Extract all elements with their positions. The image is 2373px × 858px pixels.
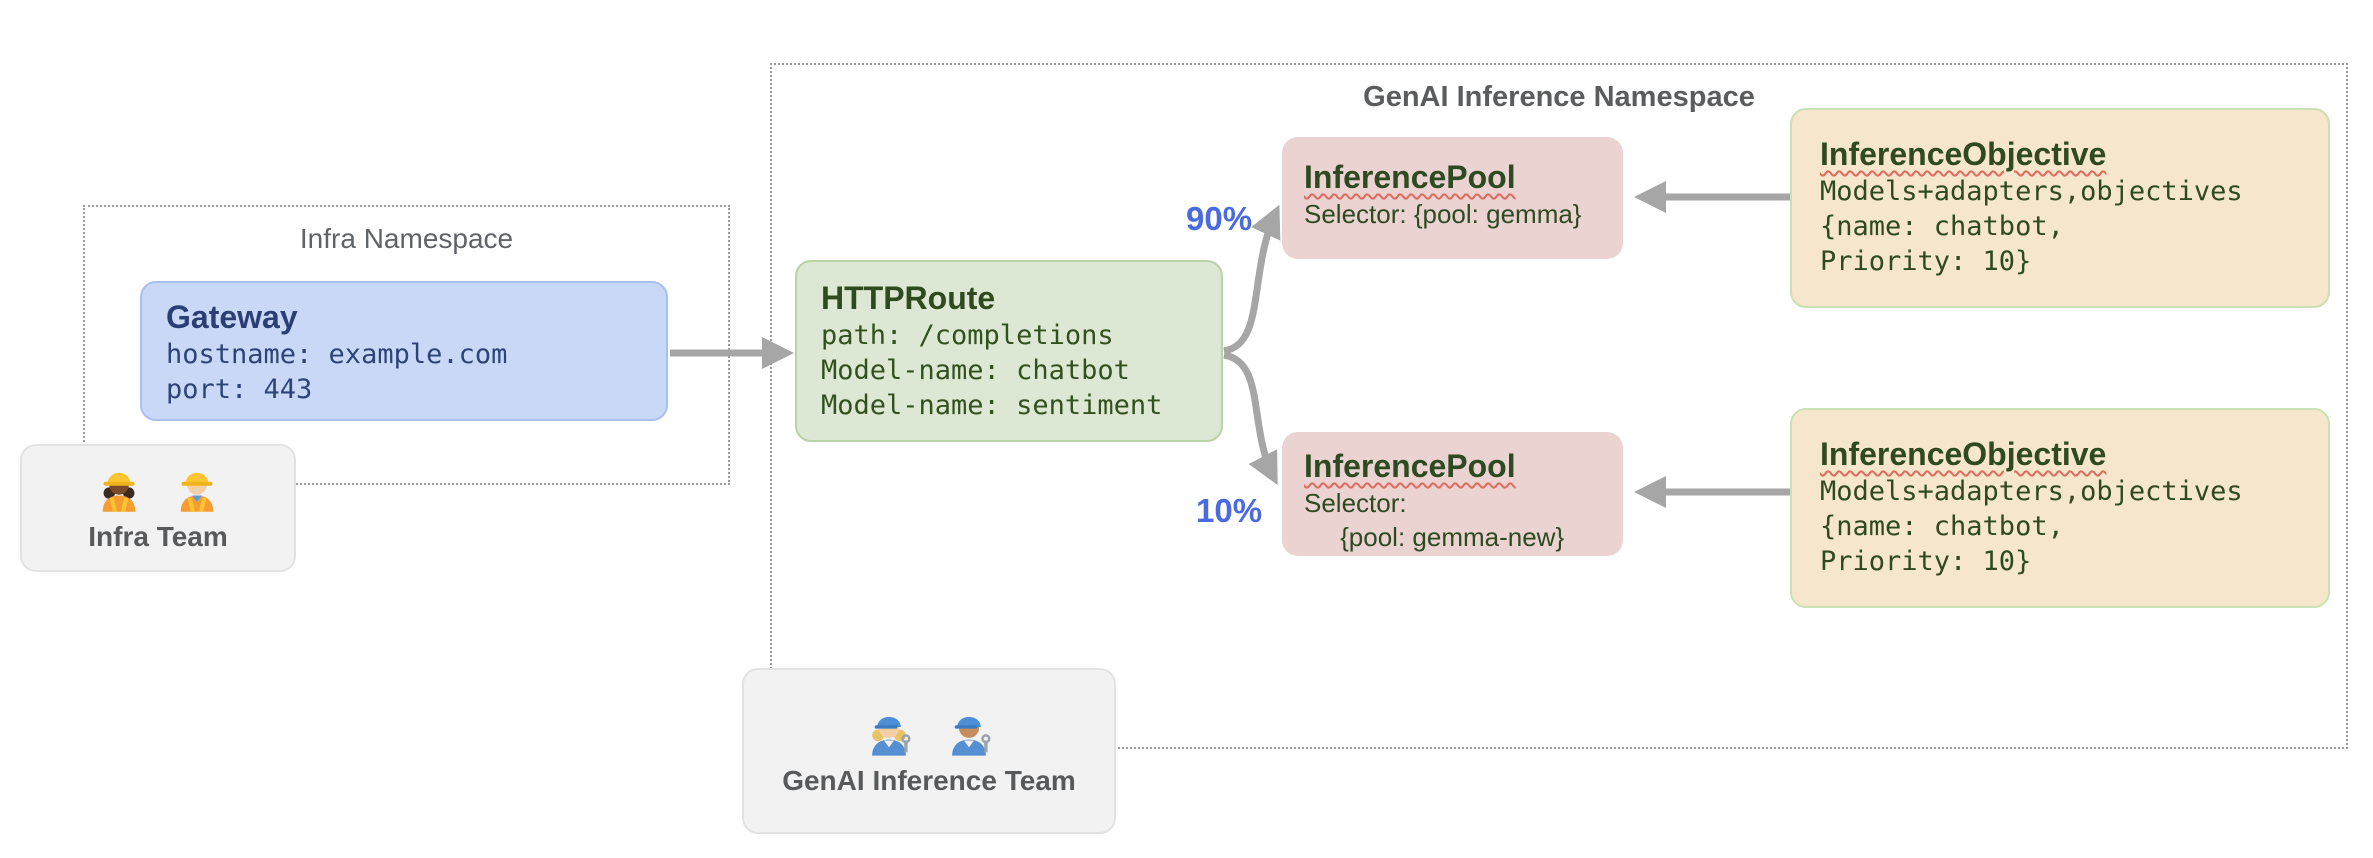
httproute-card: HTTPRoute path: /completions Model-name:… <box>795 260 1223 442</box>
infra-team-emoji-row <box>93 463 223 515</box>
inference-objective-bottom-card: InferenceObjective Models+adapters,objec… <box>1790 408 2330 608</box>
inference-pool-top-title: InferencePool <box>1304 159 1516 195</box>
infra-team-card: Infra Team <box>20 444 296 572</box>
infra-namespace-label: Infra Namespace <box>299 223 514 254</box>
httproute-model-chatbot: Model-name: chatbot <box>821 355 1130 386</box>
genai-team-emoji-row <box>862 705 996 759</box>
objective-top-models: Models+adapters,objectives <box>1820 176 2243 207</box>
inference-objective-bottom-title: InferenceObjective <box>1820 436 2107 472</box>
traffic-split-10-label: 10% <box>1196 492 1263 529</box>
httproute-title: HTTPRoute <box>821 280 996 316</box>
woman-construction-worker-emoji <box>102 472 136 513</box>
httproute-model-sentiment: Model-name: sentiment <box>821 390 1163 421</box>
inference-pool-bottom-selector: Selector: <box>1304 488 1407 518</box>
objective-bottom-models: Models+adapters,objectives <box>1820 476 2243 507</box>
objective-bottom-name: {name: chatbot, <box>1820 511 2064 542</box>
man-construction-worker-emoji <box>180 472 214 513</box>
inference-pool-bottom-title: InferencePool <box>1304 448 1516 484</box>
inference-pool-top-card: InferencePool Selector: {pool: gemma} <box>1282 137 1623 259</box>
gateway-title: Gateway <box>166 299 298 335</box>
inference-pool-bottom-selector-value: {pool: gemma-new} <box>1304 522 1565 552</box>
man-mechanic-emoji <box>952 716 991 756</box>
inference-objective-top-card: InferenceObjective Models+adapters,objec… <box>1790 108 2330 308</box>
objective-top-priority: Priority: 10} <box>1820 246 2032 277</box>
genai-namespace-region: GenAI Inference Namespace <box>770 63 2348 749</box>
infra-team-label: Infra Team <box>88 521 228 552</box>
genai-namespace-label: GenAI Inference Namespace <box>1363 81 1755 113</box>
gateway-card: Gateway hostname: example.com port: 443 <box>140 281 668 421</box>
gateway-hostname: hostname: example.com <box>166 339 508 370</box>
httproute-path: path: /completions <box>821 320 1114 351</box>
gateway-port: port: 443 <box>166 374 313 405</box>
traffic-split-90-label: 90% <box>1186 200 1253 237</box>
inference-pool-top-selector: Selector: {pool: gemma} <box>1304 199 1582 229</box>
genai-team-label: GenAI Inference Team <box>782 765 1076 796</box>
inference-pool-bottom-card: InferencePool Selector: {pool: gemma-new… <box>1282 432 1623 556</box>
objective-top-name: {name: chatbot, <box>1820 211 2064 242</box>
inference-objective-top-title: InferenceObjective <box>1820 136 2107 172</box>
woman-mechanic-emoji <box>872 716 911 756</box>
genai-inference-team-card: GenAI Inference Team <box>742 668 1116 834</box>
objective-bottom-priority: Priority: 10} <box>1820 546 2032 577</box>
infra-namespace-region: Infra Namespace <box>83 205 730 485</box>
